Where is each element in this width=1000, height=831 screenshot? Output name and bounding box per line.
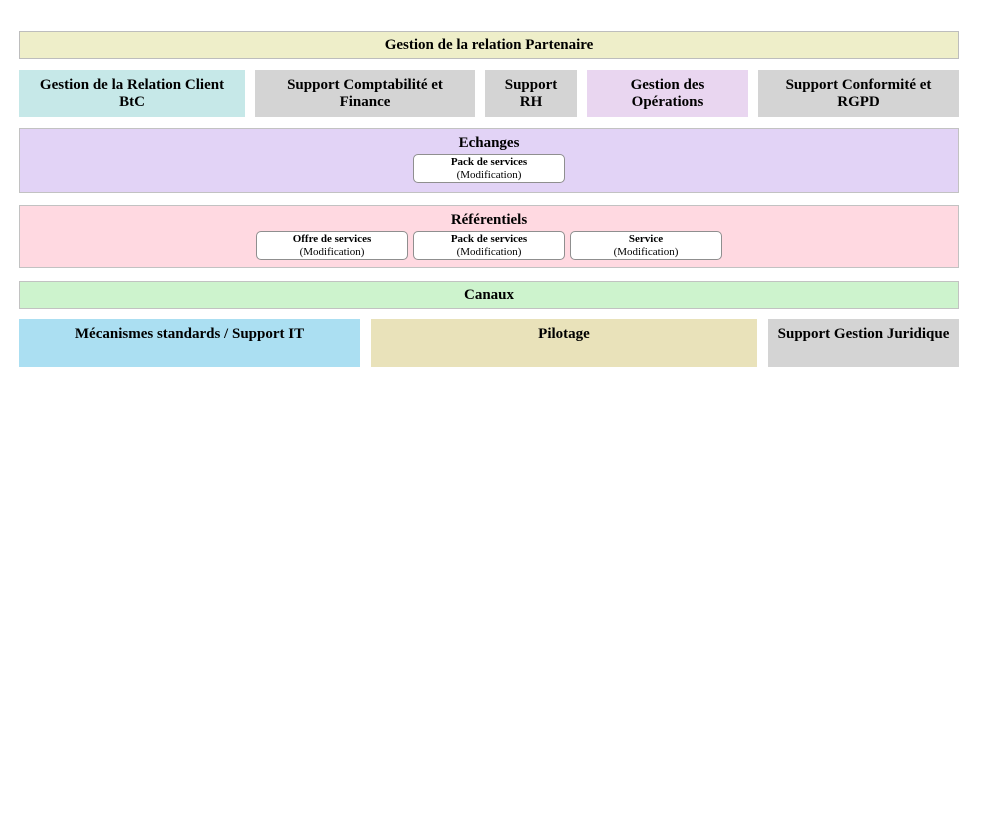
section-referentiels: Référentiels Offre de services (Modifica…: [19, 205, 959, 268]
service-box-service[interactable]: Service (Modification): [570, 231, 722, 260]
capability-map: Gestion de la relation Partenaire Gestio…: [19, 31, 959, 367]
header-bar-label: Gestion de la relation Partenaire: [384, 36, 594, 53]
service-box-qualifier: (Modification): [299, 245, 365, 258]
capability-block-comptabilite-finance[interactable]: Support Comptabilité et Finance: [255, 70, 475, 117]
service-box-qualifier: (Modification): [456, 168, 522, 181]
capability-label: Gestion des Opérations: [630, 77, 705, 110]
capability-label: Support RH: [504, 77, 558, 110]
capability-label: Support Conformité et RGPD: [785, 77, 932, 110]
bottom-row: Mécanismes standards / Support IT Pilota…: [19, 319, 959, 367]
echanges-box-row: Pack de services (Modification): [20, 154, 958, 183]
header-bar-partenaire[interactable]: Gestion de la relation Partenaire: [19, 31, 959, 59]
service-box-pack-de-services[interactable]: Pack de services (Modification): [413, 154, 565, 183]
capability-row: Gestion de la Relation Client BtC Suppor…: [19, 70, 959, 117]
service-box-qualifier: (Modification): [613, 245, 679, 258]
service-box-qualifier: (Modification): [456, 245, 522, 258]
bottom-block-label: Support Gestion Juridique: [777, 326, 950, 342]
bottom-block-mecanismes-support-it[interactable]: Mécanismes standards / Support IT: [19, 319, 360, 367]
capability-block-relation-client-btc[interactable]: Gestion de la Relation Client BtC: [19, 70, 245, 117]
section-echanges: Echanges Pack de services (Modification): [19, 128, 959, 193]
section-echanges-title: Echanges: [458, 135, 520, 151]
capability-label: Support Comptabilité et Finance: [287, 77, 443, 110]
capability-label: Gestion de la Relation Client BtC: [39, 77, 225, 110]
service-box-pack-de-services[interactable]: Pack de services (Modification): [413, 231, 565, 260]
bottom-block-label: Pilotage: [538, 326, 590, 342]
service-box-name: Pack de services: [450, 155, 528, 168]
service-box-name: Offre de services: [292, 232, 372, 245]
bottom-block-label: Mécanismes standards / Support IT: [74, 326, 305, 342]
service-box-offre-de-services[interactable]: Offre de services (Modification): [256, 231, 408, 260]
section-referentiels-title: Référentiels: [450, 212, 528, 228]
capability-block-conformite-rgpd[interactable]: Support Conformité et RGPD: [758, 70, 959, 117]
referentiels-box-row: Offre de services (Modification) Pack de…: [20, 231, 958, 260]
service-box-name: Service: [628, 232, 664, 245]
bottom-block-pilotage[interactable]: Pilotage: [371, 319, 757, 367]
section-canaux[interactable]: Canaux: [19, 281, 959, 309]
capability-block-gestion-operations[interactable]: Gestion des Opérations: [587, 70, 748, 117]
capability-block-support-rh[interactable]: Support RH: [485, 70, 577, 117]
section-canaux-title: Canaux: [463, 286, 515, 303]
service-box-name: Pack de services: [450, 232, 528, 245]
bottom-block-support-gestion-juridique[interactable]: Support Gestion Juridique: [768, 319, 959, 367]
